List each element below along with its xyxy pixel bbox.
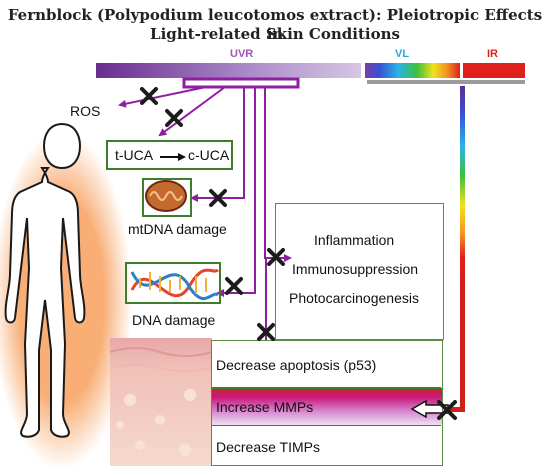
block-x-icon-mmp [437, 400, 457, 420]
apoptosis-label: Decrease apoptosis (p53) [216, 357, 377, 373]
mtdna-image-frame [142, 178, 192, 217]
dna-helix-image [130, 268, 219, 301]
inflammation-label: Inflammation [314, 232, 395, 248]
block-x-icon-apoptosis [257, 323, 275, 341]
inflammation-box: Inflammation Immunosuppression Photocarc… [275, 203, 444, 340]
vl-ir-underline [367, 80, 525, 84]
c-uca-label: c-UCA [188, 147, 230, 163]
mitochondria-image [145, 180, 187, 212]
ir-label: IR [487, 48, 498, 60]
diagram-title-line2: Light-related Skin Conditions [150, 25, 400, 43]
block-x-icon-mtdna [209, 189, 227, 207]
vl-label: VL [395, 48, 410, 60]
uca-box: t-UCA c-UCA [106, 140, 233, 170]
block-x-icon-inflammation [267, 248, 285, 266]
dna-image-frame [125, 262, 221, 304]
timps-row: Decrease TIMPs [212, 427, 441, 465]
skin-texture-image [109, 338, 213, 466]
diagram-title-line1: Fernblock (Polypodium leucotomos extract… [7, 6, 543, 43]
block-x-icon-ros [140, 87, 158, 105]
vl-bar [365, 63, 460, 78]
dna-damage-label: DNA damage [132, 312, 216, 328]
human-silhouette [0, 122, 132, 470]
ros-label: ROS [70, 103, 101, 119]
vl-ir-vertical-line [460, 86, 465, 286]
block-x-icon-dna [225, 277, 243, 295]
uca-arrow-icon [160, 153, 186, 161]
photocarcinogenesis-label: Photocarcinogenesis [289, 290, 419, 306]
immunosuppression-label: Immunosuppression [292, 261, 419, 277]
apoptosis-row: Decrease apoptosis (p53) [212, 341, 441, 389]
t-uca-label: t-UCA [115, 147, 154, 163]
uvr-bar [96, 63, 361, 78]
timps-label: Decrease TIMPs [216, 439, 320, 455]
block-x-icon-uca [165, 109, 183, 127]
uvr-source-box [182, 77, 300, 89]
uvr-label: UVR [230, 48, 254, 60]
ir-bar [463, 63, 525, 78]
mmp-row: Increase MMPs [212, 389, 441, 426]
mtdna-damage-label: mtDNA damage [128, 221, 227, 237]
skin-effects-box: Decrease apoptosis (p53) Increase MMPs D… [211, 340, 443, 466]
mmp-label: Increase MMPs [216, 399, 314, 415]
